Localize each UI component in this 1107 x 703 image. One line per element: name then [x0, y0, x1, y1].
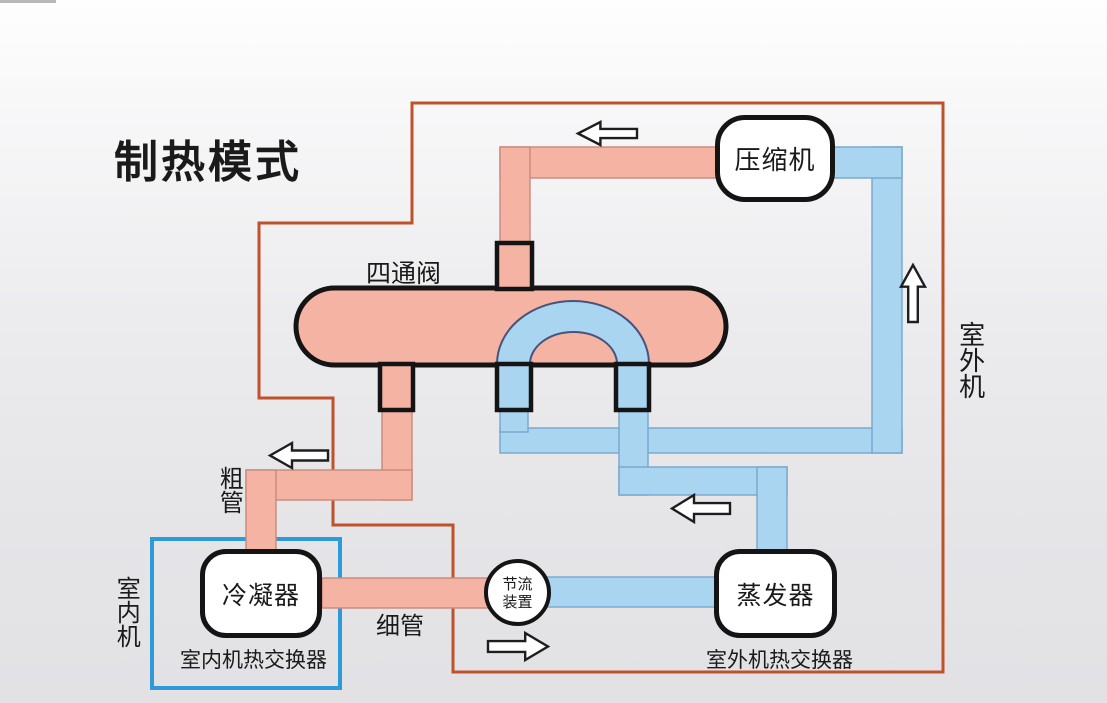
indoor-exchanger-label: 室内机热交换器: [180, 648, 327, 672]
thick-pipe-label: 粗管: [215, 466, 244, 514]
discharge-pipe-vertical: [499, 146, 531, 251]
valve-arch-outer-edge: [496, 300, 650, 365]
suction-pipe-vertical-right: [871, 146, 903, 454]
thin-pipe-label: 细管: [376, 612, 424, 640]
flow-arrow-left-thick-pipe: [267, 440, 330, 471]
throttle-to-evaporator-pipe: [539, 576, 721, 608]
evaporator-label: 蒸发器: [736, 580, 815, 610]
valve-port-bottom-middle: [494, 361, 534, 413]
indoor-unit-label: 室内机: [112, 576, 141, 648]
valve-arch-inner-edge: [529, 331, 618, 365]
suction-pipe-to-compressor: [829, 146, 903, 179]
thick-pipe-vertical-to-condenser: [245, 469, 277, 555]
throttle-device-circle: 节流 装置: [484, 559, 551, 626]
valve-port-bottom-right: [613, 361, 652, 413]
discharge-pipe-horizontal: [499, 146, 719, 179]
suction-pipe-horizontal-bottom: [499, 427, 903, 454]
thin-pipe-condenser-to-throttle: [321, 577, 513, 609]
condenser-box: 冷凝器: [200, 549, 322, 638]
throttle-label-line1: 节流: [502, 574, 533, 593]
evaporator-box: 蒸发器: [714, 549, 837, 638]
screen-edge-artifact: [0, 0, 56, 3]
evaporator-top-drop: [756, 466, 788, 555]
compressor-label: 压缩机: [734, 146, 816, 176]
outdoor-exchanger-label: 室外机热交换器: [706, 648, 853, 672]
flow-arrow-left-discharge: [575, 120, 639, 147]
four-way-valve-label: 四通阀: [366, 259, 442, 288]
compressor-box: 压缩机: [715, 115, 835, 202]
outdoor-unit-boundary: [257, 101, 945, 674]
flow-arrow-up-suction: [898, 262, 928, 324]
valve-port-top: [494, 240, 535, 292]
outdoor-unit-label: 室外机: [954, 321, 985, 399]
flow-arrow-right-throttle: [486, 630, 551, 663]
throttle-label-line2: 装置: [502, 592, 533, 611]
page-title: 制热模式: [114, 137, 302, 188]
condenser-label: 冷凝器: [221, 580, 300, 610]
flow-arrow-left-evaporator-riser: [669, 492, 732, 525]
valve-port-bottom-left: [377, 361, 416, 413]
